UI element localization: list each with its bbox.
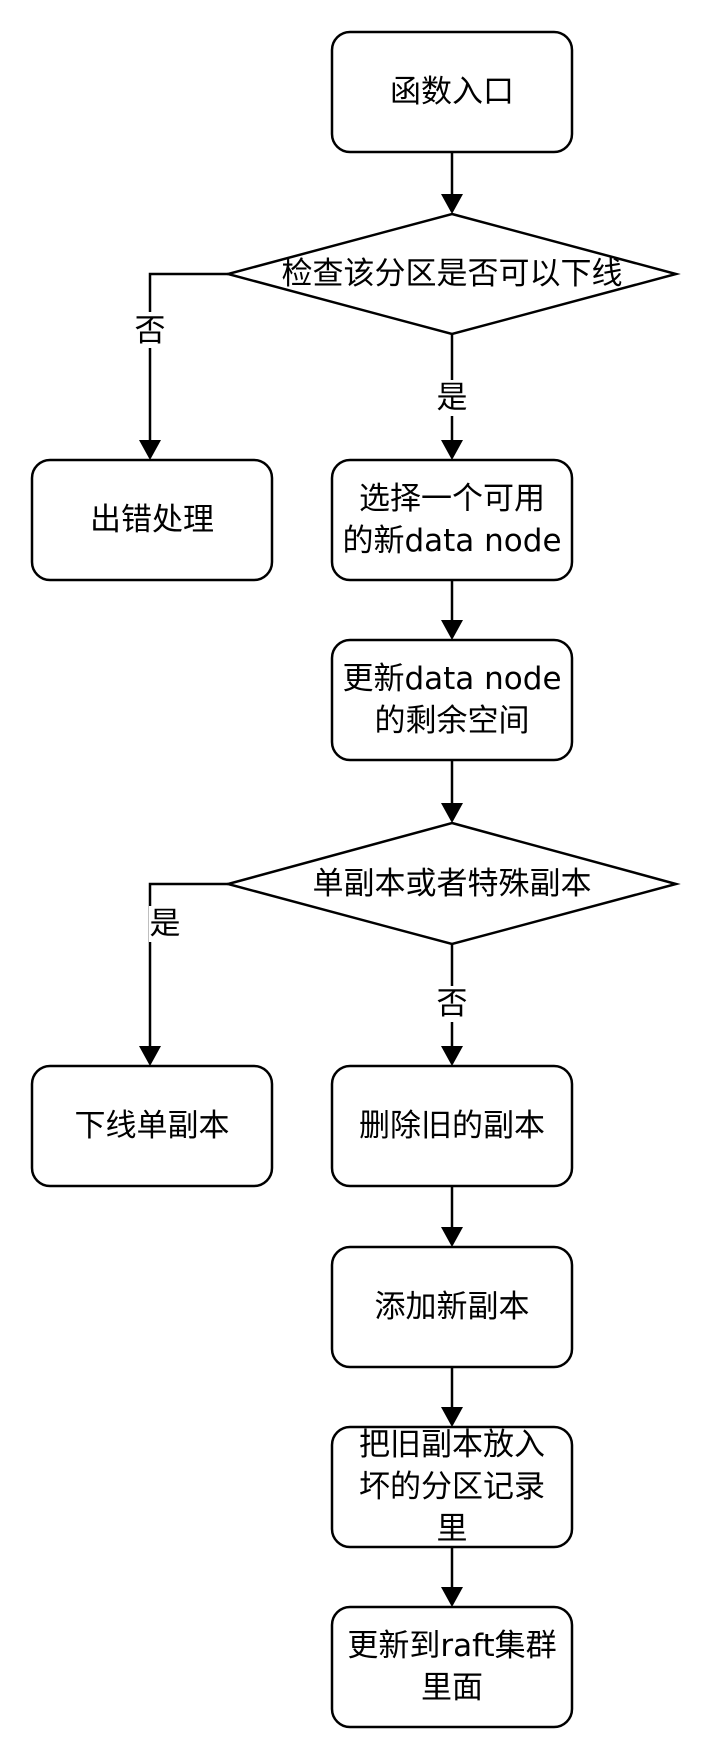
edge-label-check-no: 否 bbox=[135, 313, 166, 349]
node-error-handling: 出错处理 bbox=[30, 458, 274, 582]
node-label-line: 选择一个可用 bbox=[359, 481, 545, 517]
node-label: 更新data node 的剩余空间 bbox=[342, 661, 561, 739]
node-label: 检查该分区是否可以下线 bbox=[282, 256, 623, 292]
node-label: 更新到raft集群里面 bbox=[347, 1628, 556, 1706]
arrowhead bbox=[441, 620, 463, 640]
arrowhead bbox=[441, 194, 463, 214]
node-label: 单副本或者特殊副本 bbox=[313, 866, 592, 902]
node-label-line: 的剩余空间 bbox=[375, 703, 530, 739]
node-label-line: 下线单副本 bbox=[75, 1108, 230, 1144]
node-label: 选择一个可用的新data node bbox=[342, 481, 561, 559]
arrowhead bbox=[139, 1046, 161, 1066]
node-delete-old: 删除旧的副本 bbox=[330, 1064, 574, 1188]
edge-label-check-yes: 是 bbox=[437, 380, 468, 416]
node-update-space: 更新data node 的剩余空间 bbox=[330, 638, 574, 762]
edge-label-replica-no: 否 bbox=[437, 986, 468, 1022]
node-label-line: 出错处理 bbox=[90, 502, 214, 538]
node-offline-single: 下线单副本 bbox=[30, 1064, 274, 1188]
node-label: 出错处理 bbox=[90, 502, 214, 538]
node-label-line: 添加新副本 bbox=[375, 1289, 530, 1325]
arrowhead bbox=[441, 1227, 463, 1247]
node-label-line: 删除旧的副本 bbox=[359, 1108, 545, 1144]
arrowhead bbox=[441, 440, 463, 460]
node-check-replica: 单副本或者特殊副本 bbox=[223, 821, 681, 946]
node-label-line: 检查该分区是否可以下线 bbox=[282, 256, 623, 292]
arrowhead bbox=[441, 1407, 463, 1427]
node-label-line: 函数入口 bbox=[390, 74, 514, 110]
node-label-line: 单副本或者特殊副本 bbox=[313, 866, 592, 902]
node-check-offline: 检查该分区是否可以下线 bbox=[223, 212, 681, 336]
node-add-new: 添加新副本 bbox=[330, 1245, 574, 1369]
node-label-line: 更新到raft集群 bbox=[347, 1628, 556, 1664]
node-select-node: 选择一个可用的新data node bbox=[330, 458, 574, 582]
arrowhead bbox=[139, 440, 161, 460]
node-label-line: 的新data node bbox=[342, 523, 561, 559]
node-label: 下线单副本 bbox=[75, 1108, 230, 1144]
node-label: 把旧副本放入坏的分区记录里 bbox=[359, 1427, 545, 1547]
node-label-line: 里面 bbox=[421, 1670, 483, 1706]
node-record-bad: 把旧副本放入坏的分区记录里 bbox=[330, 1425, 574, 1549]
nodes: 函数入口 检查该分区是否可以下线 出错处理 选择一个可用的新data node … bbox=[30, 30, 681, 1729]
node-label-line: 里 bbox=[437, 1511, 468, 1547]
node-update-raft: 更新到raft集群里面 bbox=[330, 1605, 574, 1729]
node-label: 函数入口 bbox=[390, 74, 514, 110]
edge-label-replica-yes: 是 bbox=[150, 906, 181, 942]
arrowhead bbox=[441, 803, 463, 823]
edge-replica-to-offline bbox=[148, 882, 228, 1046]
arrowhead bbox=[441, 1587, 463, 1607]
edge-check-to-error bbox=[148, 272, 228, 440]
node-label-line: 更新data node bbox=[342, 661, 561, 697]
edge-labels: 否 是 是 否 bbox=[134, 312, 468, 1022]
node-label: 添加新副本 bbox=[375, 1289, 530, 1325]
node-label-line: 坏的分区记录 bbox=[359, 1469, 545, 1505]
node-entry: 函数入口 bbox=[330, 30, 574, 154]
node-label-line: 把旧副本放入 bbox=[359, 1427, 545, 1463]
node-label: 删除旧的副本 bbox=[359, 1108, 545, 1144]
arrowhead bbox=[441, 1046, 463, 1066]
